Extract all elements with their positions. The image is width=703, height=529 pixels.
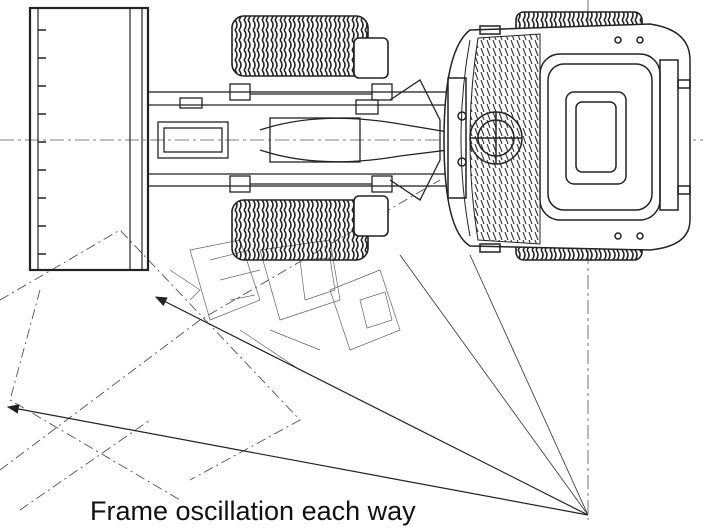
arrow-upper [154, 296, 589, 516]
rear-frame-cab [443, 23, 691, 253]
caption-frame-oscillation: Frame oscillation each way [90, 496, 416, 526]
front-tires [231, 15, 389, 261]
arrow-lower [6, 404, 589, 516]
oscillation-arrows [6, 254, 589, 516]
bucket [28, 6, 150, 272]
